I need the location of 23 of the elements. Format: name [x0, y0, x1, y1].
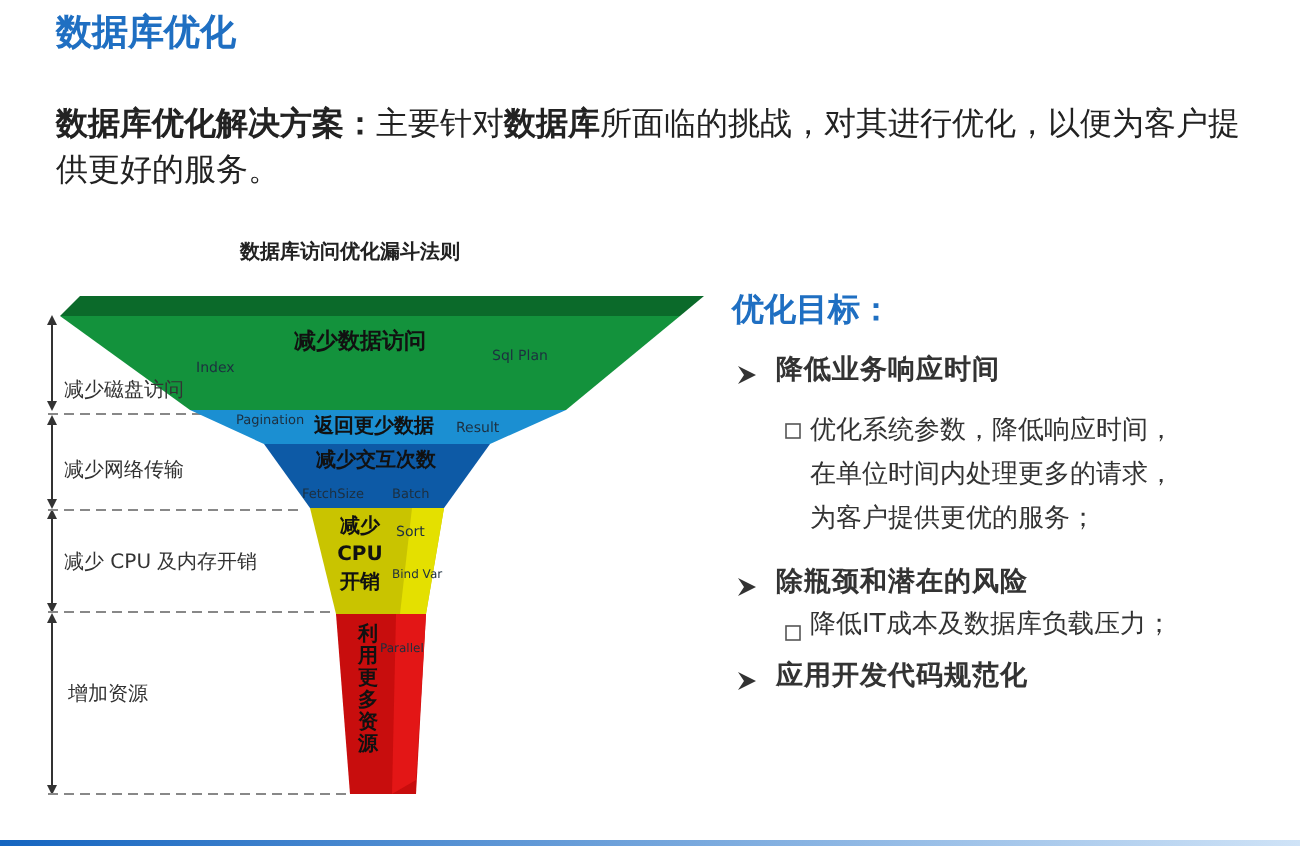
funnel-layer — [310, 508, 444, 614]
annotation-text: 减少磁盘访问 — [64, 380, 184, 403]
layer-label: 减少数据访问 — [294, 330, 426, 356]
funnel-layer — [336, 614, 426, 794]
layer-label: 利用更多资源 — [358, 624, 378, 756]
section-heading: 优化目标： — [732, 292, 892, 329]
page-title: 数据库优化 — [56, 14, 236, 56]
funnel-layer — [264, 444, 490, 508]
funnel-layer — [190, 410, 566, 444]
layer-label: 减少 CPU 开销 — [335, 514, 385, 598]
annotation-text: 增加资源 — [68, 684, 148, 707]
annotation-text: 减少网络传输 — [64, 460, 184, 483]
layer-label: 减少交互次数 — [316, 450, 436, 473]
bullet-text: 降低业务响应时间 — [776, 356, 1000, 388]
layer-label: 返回更少数据 — [314, 416, 434, 439]
funnel-layer — [60, 296, 704, 410]
annotation-text: 减少 CPU 及内存开销 — [64, 552, 258, 575]
funnel-title: 数据库访问优化漏斗法则 — [240, 242, 460, 265]
intro-text: 数据库优化解决方案：主要针对数据库所面临的挑战，对其进行优化，以便为客户提供更好的服务。 — [56, 102, 1242, 193]
bullet-text: 除瓶颈和潜在的风险 — [776, 568, 1028, 600]
bullet-text: 降低IT成本及数据库负载压力； — [810, 612, 1172, 642]
bullet-text: 应用开发代码规范化 — [776, 662, 1028, 694]
bullet-text: 优化系统参数，降低响应时间，在单位时间内处理更多的请求，为客户提供更优的服务； — [810, 414, 1176, 539]
